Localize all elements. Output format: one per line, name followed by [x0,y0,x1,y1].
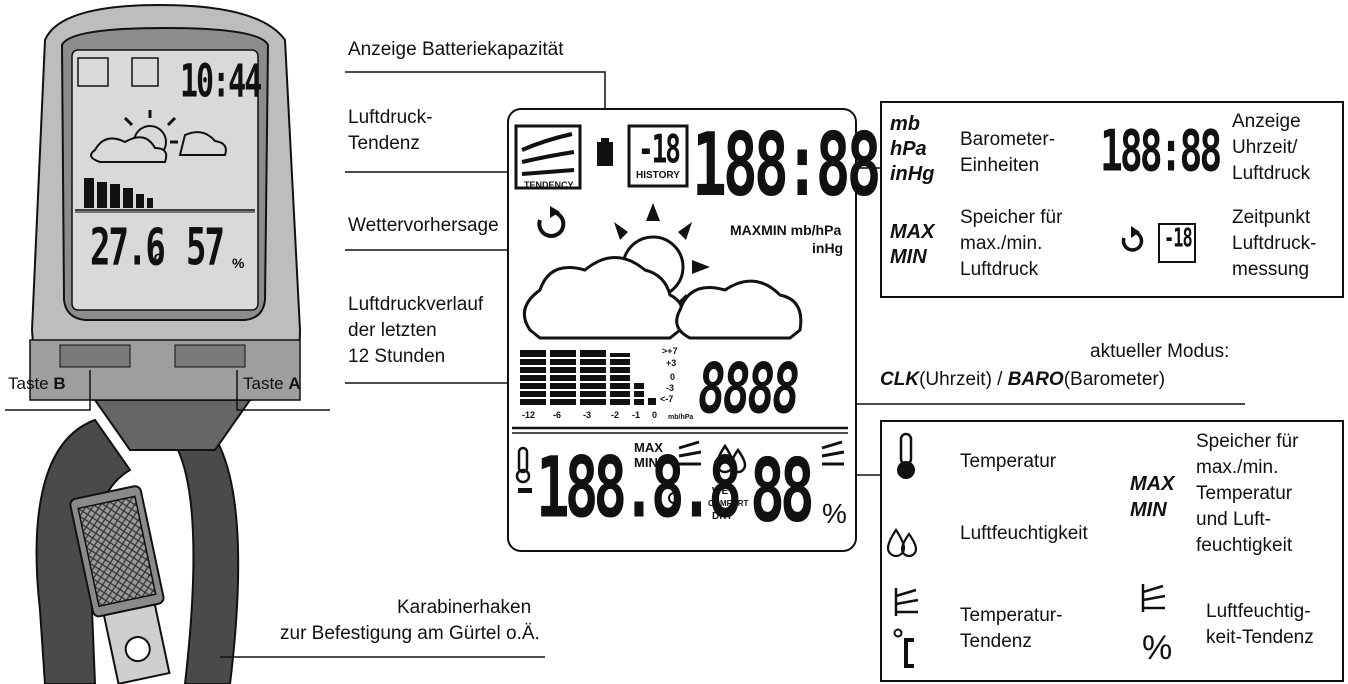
legend-min: MIN [890,246,927,268]
battery-callout: Anzeige Batteriekapazität [348,39,564,60]
bottom-maxmin-desc-line2: max./min. [1196,457,1279,478]
history-value: -18 [638,128,681,173]
history-desc-line2: Luftdruck- [1232,233,1317,254]
mode-callout-line2: CLK(Uhrzeit) / BARO(Barometer) [880,369,1166,390]
tendency-callout-line1: Luftdruck- [348,107,433,128]
bar-scale-label: >+7 [662,346,678,356]
button-b-label: Taste B [8,374,66,393]
history-callout-line2: der letzten [348,320,437,341]
legend-bottom-box [880,420,1344,682]
legend-bottom-max: MAX [1130,473,1175,495]
digits-desc-line3: Luftdruck [1232,163,1311,184]
tendency-label: TENDENCY [524,180,574,190]
bar-x-label: -3 [583,410,592,420]
bottom-maxmin-desc-line4: und Luft- [1196,509,1271,530]
history-callout-line1: Luftdruckverlauf [348,294,484,315]
temp-tendency-line2: Tendenz [960,631,1032,652]
bottom-maxmin-desc-line3: Temperatur [1196,483,1293,504]
mode-callout-line1: aktueller Modus: [1090,341,1230,362]
unit-hpa: hPa [890,138,927,160]
carabiner-callout-line1: Karabinerhaken [397,597,532,618]
bottom-maxmin-desc-line1: Speicher für [1196,431,1299,452]
mini-humidity-unit: % [232,255,245,271]
legend-max: MAX [890,221,935,243]
humidity-digits: 88 [750,440,815,542]
unit-inhg: inHg [890,163,935,185]
maxmin-desc-line3: Luftdruck [960,259,1039,280]
temp-tendency-line1: Temperatur- [960,605,1063,626]
mini-temp-display: 27.6 [90,218,166,278]
temperature-digits: 188.8.8 [536,440,742,538]
unit-mb: mb [890,113,920,135]
inhg-label: inHg [812,240,844,256]
bar-x-label: 0 [652,410,658,420]
carabiner-callout-line2: zur Befestigung am Gürtel o.Ä. [280,623,540,644]
legend-top-box [880,101,1344,298]
mini-temp-unit: °C [148,250,164,266]
legend-history-icon-value: -18 [1164,224,1193,254]
digits-desc-line1: Anzeige [1232,111,1301,132]
thermometer-icon [899,432,913,466]
hum-tendency-line1: Luftfeuchtig- [1206,601,1311,622]
legend-humidity: Luftfeuchtigkeit [960,523,1088,544]
bar-x-label: -6 [553,410,562,420]
history-callout-line3: 12 Stunden [348,346,446,367]
legend-temperature: Temperatur [960,451,1057,472]
bar-scale-label: 0 [670,372,676,382]
history-desc-line1: Zeitpunkt [1232,207,1311,228]
units-desc-line2: Einheiten [960,155,1040,176]
bar-scale-label: +3 [666,358,677,368]
humidity-percent: % [822,498,847,529]
legend-bottom-min: MIN [1130,499,1167,521]
bar-scale-label: <-7 [660,394,674,404]
temp-min-label: MIN [634,455,658,470]
max-min-units-label: MAXMIN mb/hPa [730,222,842,238]
legend-percent-icon: % [1142,629,1173,667]
legend-digits: 188:88 [1100,118,1222,184]
bar-scale-label: -3 [666,383,675,393]
bottom-maxmin-desc-line5: feuchtigkeit [1196,535,1293,556]
hum-tendency-line2: keit-Tendenz [1206,627,1314,648]
mode-digits: 8888 [698,348,800,429]
bar-x-label: -1 [632,410,641,420]
bar-unit-label: mb/hPa [668,414,694,421]
comfort-label: COMFORT [708,499,749,508]
mini-time-display: 10:44 [180,56,262,109]
digits-desc-line2: Uhrzeit/ [1232,137,1298,158]
bar-x-label: -12 [522,410,536,420]
wet-label: WET [712,486,735,497]
dry-label: DRY [712,511,733,522]
tendency-callout-line2: Tendenz [348,133,420,154]
forecast-callout: Wettervorhersage [348,215,499,236]
temp-max-label: MAX [634,440,663,455]
main-digits: 188:88 [692,114,882,216]
history-label: HISTORY [636,170,680,181]
units-desc-line1: Barometer- [960,129,1056,150]
button-a-label: Taste A [243,374,301,393]
bar-x-label: -2 [611,410,620,420]
maxmin-desc-line2: max./min. [960,233,1043,254]
mini-humidity-display: 57 [186,218,225,278]
history-desc-line3: messung [1232,259,1310,280]
maxmin-desc-line1: Speicher für [960,207,1063,228]
